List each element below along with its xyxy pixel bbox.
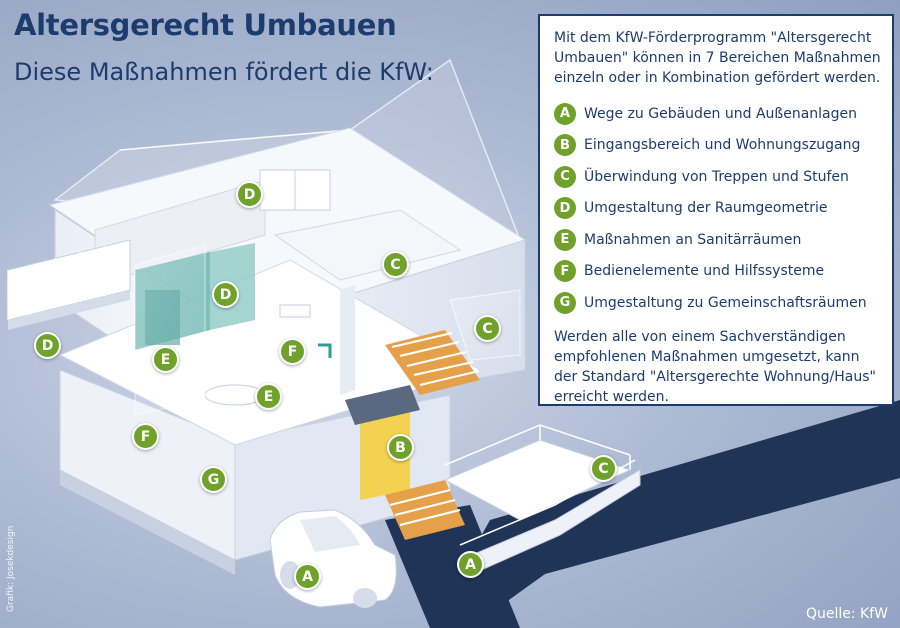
marker-d: D [34, 332, 61, 359]
page-title: Altersgerecht Umbauen [14, 8, 397, 42]
legend-badge: D [554, 197, 576, 220]
marker-e: E [255, 383, 282, 410]
marker-c: C [590, 455, 617, 482]
source-label: Quelle: KfW [805, 606, 888, 622]
legend-badge: B [554, 134, 576, 157]
legend-label: Bedienelemente und Hilfssysteme [584, 263, 825, 280]
legend-item-a: A Wege zu Gebäuden und Außenanlagen [554, 98, 882, 130]
legend-label: Umgestaltung der Raumgeometrie [584, 200, 828, 217]
marker-b: B [387, 434, 414, 461]
legend-item-b: B Eingangsbereich und Wohnungszugang [554, 130, 882, 162]
marker-f: F [279, 338, 306, 365]
info-box: Mit dem KfW-Förderprogramm "Altersgerech… [538, 14, 894, 406]
marker-e: E [152, 346, 179, 373]
interior-rooms [94, 169, 462, 416]
page-subtitle: Diese Maßnahmen fördert die KfW: [14, 58, 434, 86]
ground-slab [60, 470, 235, 575]
graphic-credit: Grafik: Josekdesign [6, 525, 16, 612]
marker-a: A [457, 551, 484, 578]
marker-a: A [294, 563, 321, 590]
marker-d: D [236, 181, 263, 208]
info-outro: Werden alle von einem Sachverständigen e… [554, 328, 876, 405]
legend-label: Überwindung von Treppen und Stufen [584, 168, 849, 185]
legend-item-g: G Umgestaltung zu Gemeinschaftsräumen [554, 287, 882, 319]
car [269, 509, 397, 608]
entrance-area [345, 385, 641, 576]
legend-item-e: E Maßnahmen an Sanitärräumen [554, 224, 882, 256]
marker-f: F [132, 423, 159, 450]
legend-label: Maßnahmen an Sanitärräumen [584, 231, 802, 248]
legend-badge: F [554, 260, 576, 283]
legend-item-d: D Umgestaltung der Raumgeometrie [554, 193, 882, 225]
marker-c: C [382, 251, 409, 278]
balcony [7, 239, 131, 330]
marker-d: D [212, 281, 239, 308]
legend-badge: A [554, 102, 576, 125]
info-intro: Mit dem KfW-Förderprogramm "Altersgerech… [554, 30, 881, 86]
legend-badge: E [554, 228, 576, 251]
legend-label: Umgestaltung zu Gemeinschaftsräumen [584, 294, 867, 311]
marker-g: G [200, 466, 227, 493]
legend-label: Wege zu Gebäuden und Außenanlagen [584, 105, 858, 122]
marker-c: C [474, 315, 501, 342]
legend-item-c: C Überwindung von Treppen und Stufen [554, 161, 882, 193]
legend-badge: C [554, 165, 576, 188]
legend-label: Eingangsbereich und Wohnungszugang [584, 137, 861, 154]
legend-item-f: F Bedienelemente und Hilfssysteme [554, 256, 882, 288]
legend-badge: G [554, 291, 576, 314]
